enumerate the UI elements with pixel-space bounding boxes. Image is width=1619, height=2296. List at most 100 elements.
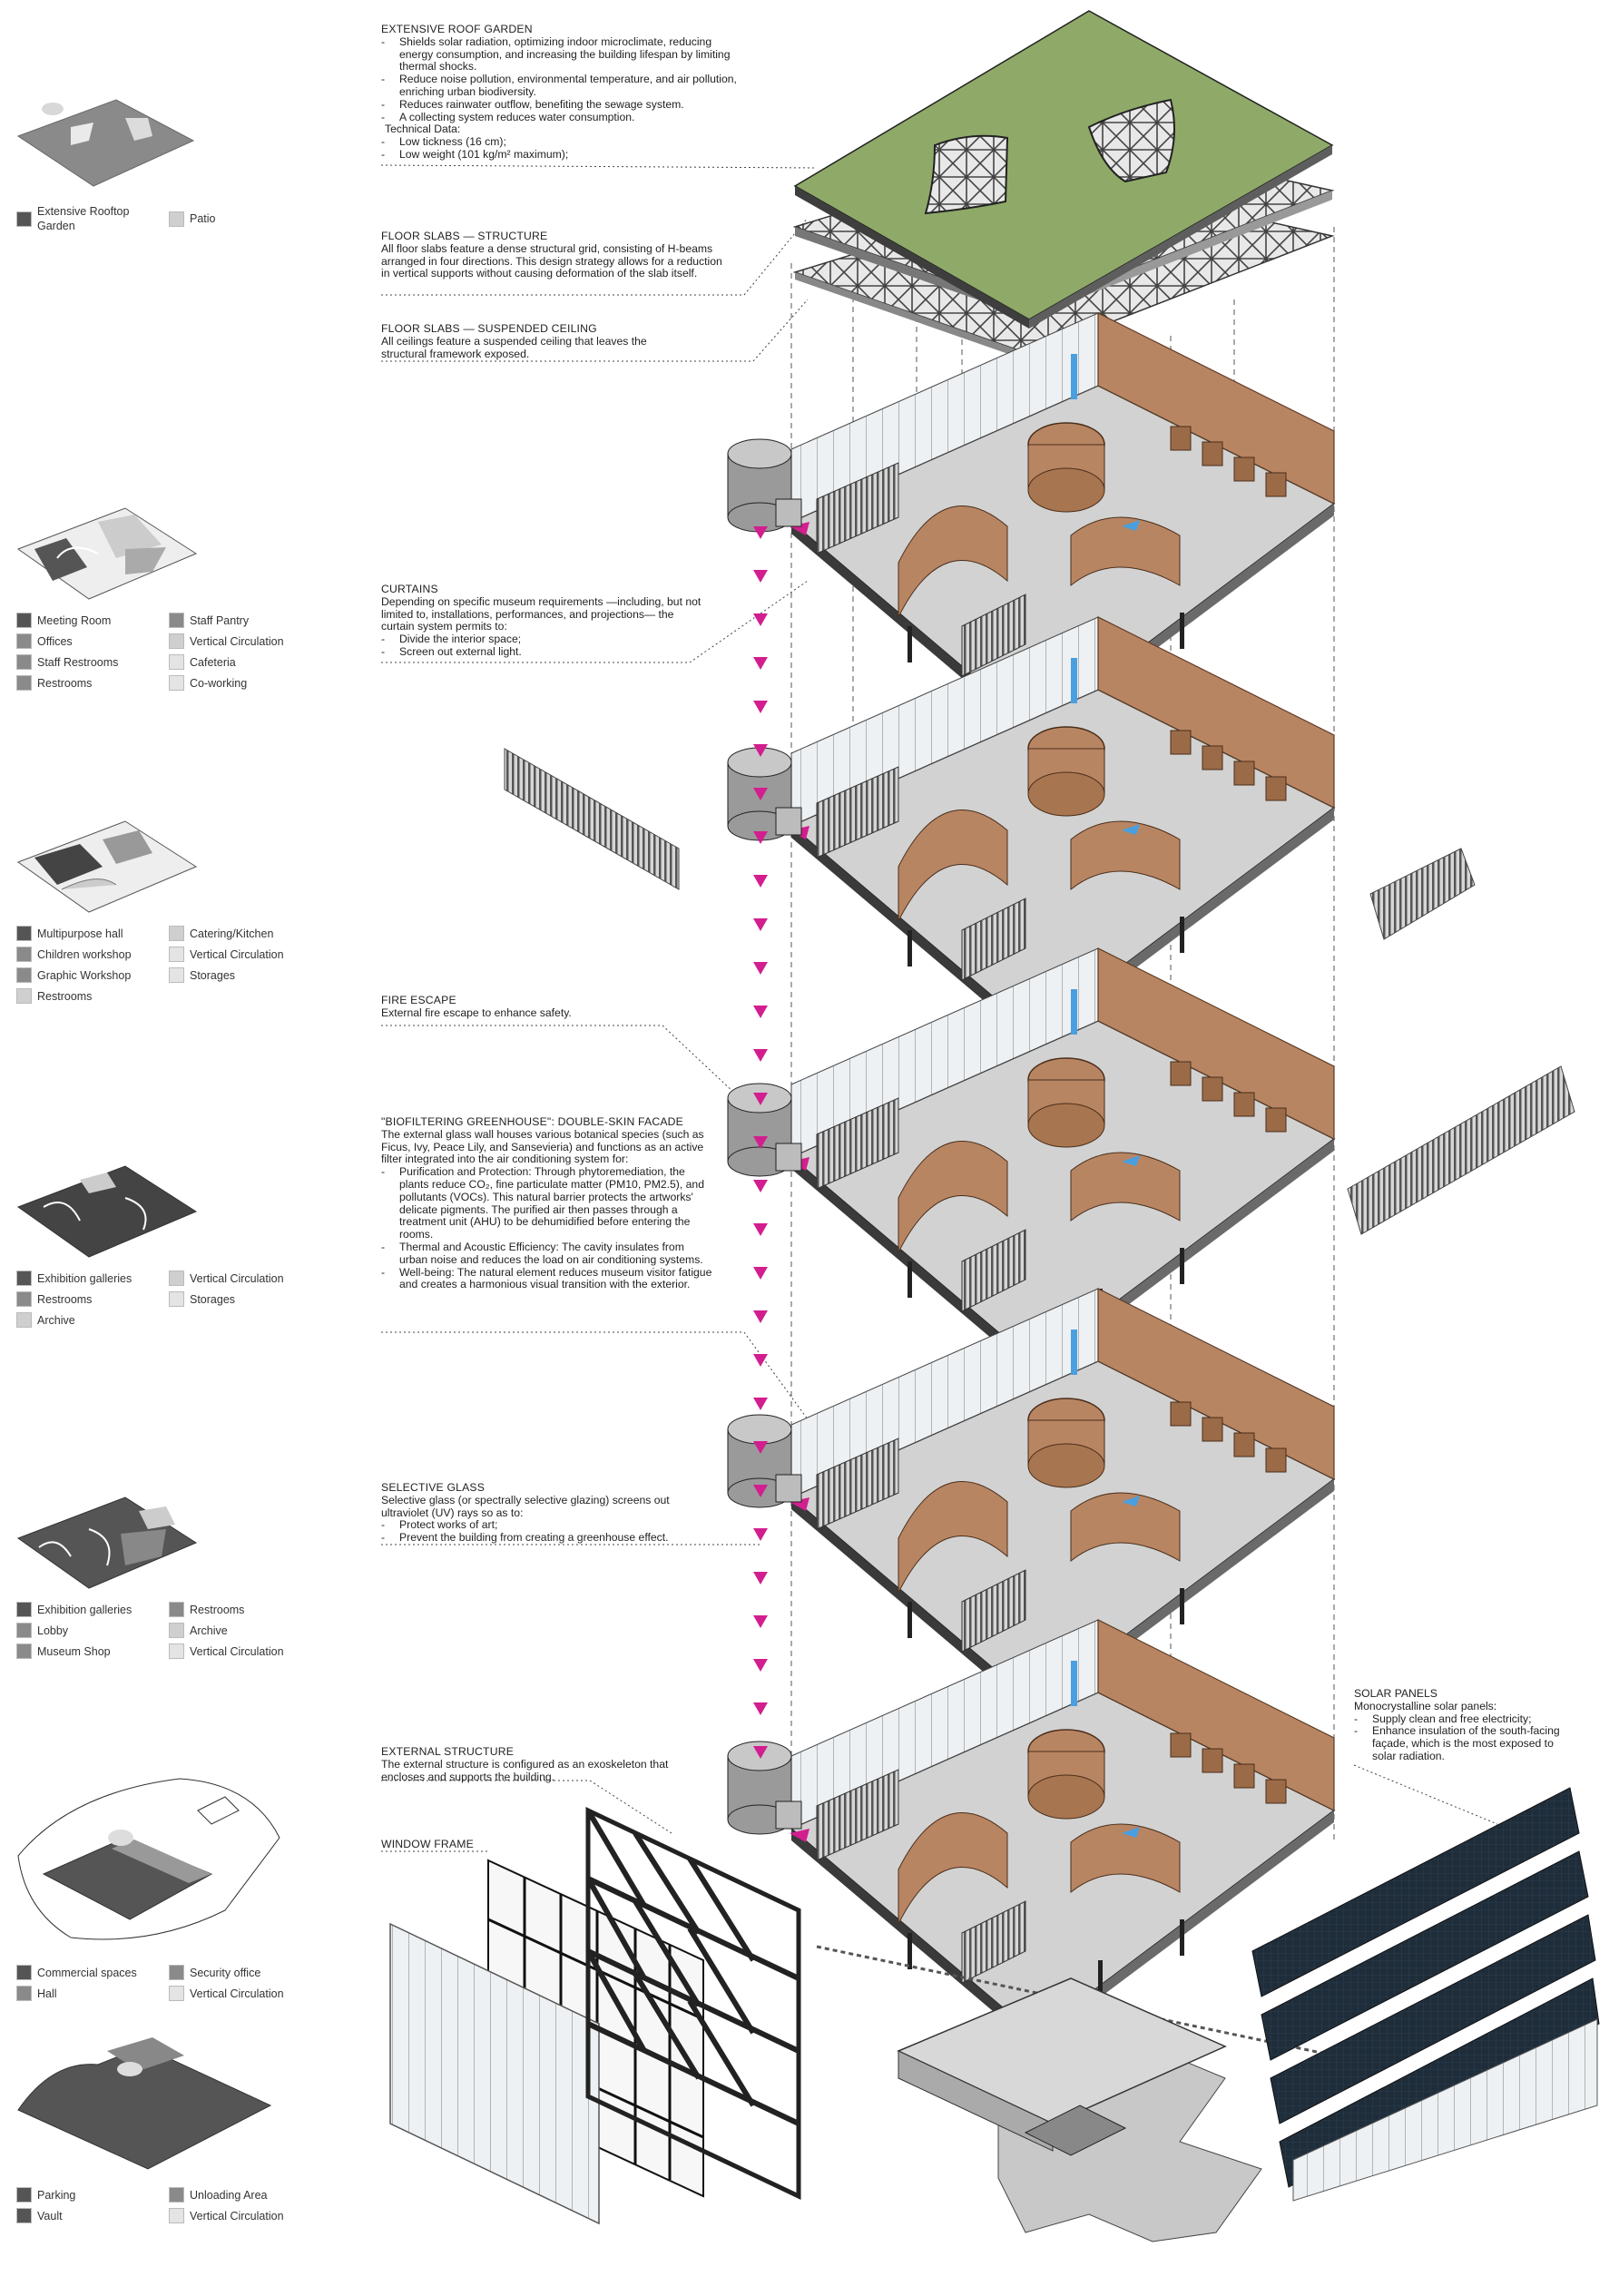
legend-item: Co-working <box>169 675 316 691</box>
legend-swatch <box>169 1965 184 1980</box>
legend-swatch <box>169 1644 184 1659</box>
legend-swatch <box>16 633 32 649</box>
room-cell <box>1265 472 1287 497</box>
note-bullet: Reduce noise pollution, environmental te… <box>381 73 744 99</box>
curtain-screen <box>961 1900 1026 1984</box>
note-bullet: Supply clean and free electricity; <box>1354 1712 1572 1726</box>
legend-item: Unloading Area <box>169 2187 316 2203</box>
fire-path-arrow <box>753 875 768 888</box>
room-cell <box>1170 426 1192 451</box>
fire-escape-drum <box>727 747 802 841</box>
legend-label: Storages <box>190 1292 236 1306</box>
legend-label: Vault <box>37 2209 63 2222</box>
column <box>1180 1588 1184 1624</box>
fire-path-arrow <box>753 1659 768 1672</box>
legend-label: Restrooms <box>37 1292 93 1306</box>
room-cell <box>1233 1092 1255 1117</box>
legend-swatch <box>16 1312 32 1328</box>
curved-wall <box>898 1481 1008 1594</box>
legend-item: Vault <box>16 2208 169 2223</box>
plan-thumb-ground <box>17 1778 280 1940</box>
stair-core-base <box>1027 1774 1105 1820</box>
legend-label: Museum Shop <box>37 1644 111 1658</box>
drum-top <box>727 438 792 469</box>
column <box>908 1602 912 1638</box>
legend-item: Storages <box>169 967 316 983</box>
legend-item: Restrooms <box>16 1291 169 1307</box>
note-bullet: Enhance insulation of the south-facing f… <box>1354 1724 1572 1762</box>
air-flow-arrow <box>1071 989 1077 1035</box>
legend-label: Multipurpose hall <box>37 927 123 940</box>
legend-label: Restrooms <box>37 989 93 1003</box>
fire-path-arrow <box>753 788 768 800</box>
legend-swatch <box>16 1644 32 1659</box>
air-flow-arrow <box>1071 658 1077 703</box>
legend-item: Museum Shop <box>16 1644 169 1659</box>
legend-label: Graphic Workshop <box>37 968 132 982</box>
fire-path-arrow <box>753 657 768 670</box>
room-cell <box>1233 1432 1255 1457</box>
legend-label: Vertical Circulation <box>190 1271 284 1285</box>
legend-swatch <box>169 1623 184 1638</box>
legend-label: Restrooms <box>190 1603 245 1616</box>
legend-swatch <box>16 613 32 628</box>
legend-label: Storages <box>190 968 236 982</box>
legend-swatch <box>16 947 32 962</box>
curved-wall <box>898 1812 1008 1925</box>
air-flow-arrow <box>1071 1661 1077 1706</box>
slab-edge <box>791 1157 1035 1375</box>
curved-wall <box>1070 820 1181 891</box>
legend-item: Vertical Circulation <box>169 1986 316 2001</box>
curved-wall <box>898 1141 1008 1253</box>
fire-path-arrow <box>753 1310 768 1323</box>
legend-swatch <box>169 1602 184 1617</box>
note-bullet: A collecting system reduces water consum… <box>381 111 744 124</box>
fire-path-arrow <box>753 1572 768 1585</box>
legend-item: Vertical Circulation <box>169 1271 316 1286</box>
air-flow-arrow <box>1122 1155 1140 1166</box>
timber-wall <box>1097 1619 1335 1811</box>
fire-path-arrow <box>753 1093 768 1105</box>
note-bullet: Thermal and Acoustic Efficiency: The cav… <box>381 1241 712 1267</box>
note-bullet: Screen out external light. <box>381 645 744 659</box>
column <box>1180 1919 1184 1956</box>
legend-label: Restrooms <box>37 676 93 690</box>
fire-path-arrow <box>753 526 768 539</box>
room-cell <box>1265 1447 1287 1473</box>
timber-wall <box>1097 947 1335 1140</box>
drum-top <box>727 1414 792 1445</box>
fire-path-arrow <box>753 1485 768 1497</box>
note-bullet: Divide the interior space; <box>381 633 744 646</box>
legend-swatch <box>16 1986 32 2001</box>
legend-swatch <box>16 1965 32 1980</box>
stair-core-base <box>1027 467 1105 513</box>
note-suspended-ceiling: FLOOR SLABS — SUSPENDED CEILING All ceil… <box>381 322 647 360</box>
legend-label: Catering/Kitchen <box>190 927 274 940</box>
legend-item: Multipurpose hall <box>16 926 169 941</box>
curtain-screen <box>816 1097 899 1190</box>
solar-glazing <box>1292 2018 1598 2202</box>
legend-item: Lobby <box>16 1623 169 1638</box>
room-cell <box>1170 1732 1192 1758</box>
roof-opening-1 <box>924 134 1009 215</box>
plan-thumb-basement <box>17 2037 272 2170</box>
fire-path-arrow <box>753 1006 768 1018</box>
note-fire-escape: FIRE ESCAPE External fire escape to enha… <box>381 994 572 1019</box>
curtain-screen <box>961 898 1026 981</box>
note-roof-garden: EXTENSIVE ROOF GARDEN Shields solar radi… <box>381 23 744 162</box>
air-flow-arrow <box>1122 824 1140 835</box>
room-cell <box>1202 1417 1223 1442</box>
legend-label: Lobby <box>37 1624 69 1637</box>
roof-assembly <box>792 10 1335 361</box>
plan-thumb-level1 <box>16 1496 198 1589</box>
basement-stair-core <box>1024 2105 1127 2156</box>
legend-swatch <box>16 967 32 983</box>
room-cell <box>1202 1076 1223 1102</box>
legend-swatch <box>169 2208 184 2223</box>
plan-thumb-level2 <box>16 1165 198 1258</box>
solar-panel-row-2 <box>1261 1850 1589 2061</box>
